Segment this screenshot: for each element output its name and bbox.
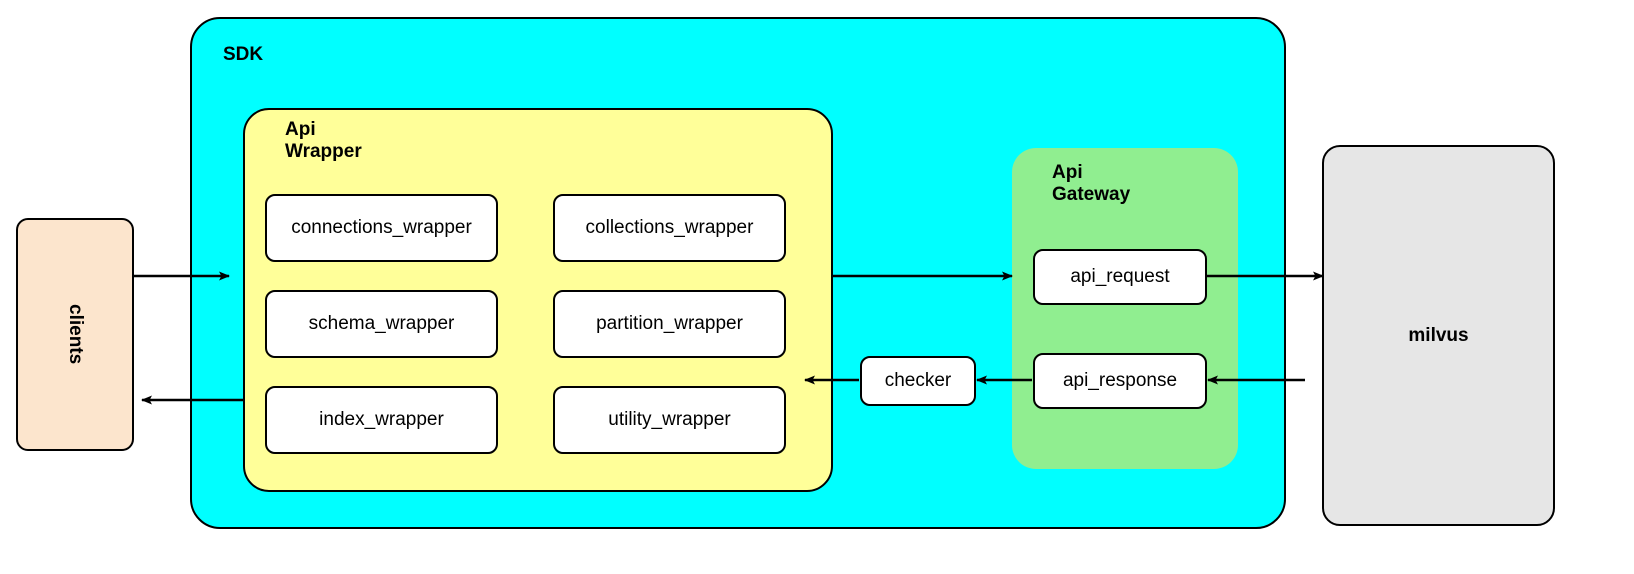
node-partition-wrapper[interactable]: partition_wrapper: [553, 290, 786, 358]
node-schema-wrapper[interactable]: schema_wrapper: [265, 290, 498, 358]
node-checker[interactable]: checker: [860, 356, 976, 406]
api-gateway-label: Api Gateway: [1052, 162, 1131, 206]
node-index-wrapper[interactable]: index_wrapper: [265, 386, 498, 454]
node-api-request[interactable]: api_request: [1033, 249, 1207, 305]
node-utility-wrapper[interactable]: utility_wrapper: [553, 386, 786, 454]
sdk-label: SDK: [223, 44, 264, 65]
node-clients[interactable]: clients: [16, 218, 134, 451]
node-connections-wrapper[interactable]: connections_wrapper: [265, 194, 498, 262]
node-milvus[interactable]: milvus: [1322, 145, 1555, 526]
node-collections-wrapper[interactable]: collections_wrapper: [553, 194, 786, 262]
api-gateway-container[interactable]: Api Gateway: [1012, 148, 1238, 469]
node-api-response[interactable]: api_response: [1033, 353, 1207, 409]
clients-label: clients: [65, 304, 86, 365]
api-wrapper-label: Api Wrapper: [285, 119, 362, 163]
